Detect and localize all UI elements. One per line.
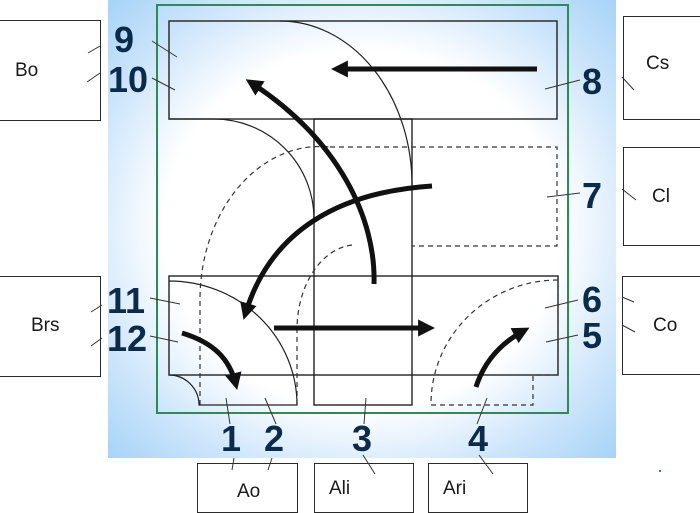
callout-8: 8 bbox=[582, 61, 603, 102]
leader-bo-bottom bbox=[86, 72, 101, 83]
leader-bo-top bbox=[87, 45, 101, 54]
arrow-curved-up bbox=[245, 79, 377, 285]
label-co: Co bbox=[653, 315, 678, 336]
callout-10: 10 bbox=[108, 59, 149, 100]
leader-3 bbox=[363, 397, 367, 425]
callout-12: 12 bbox=[107, 318, 148, 359]
box-brs: Brs bbox=[0, 276, 101, 377]
callout-2: 2 bbox=[264, 418, 285, 459]
leader-10 bbox=[151, 77, 176, 91]
box-ari: Ari bbox=[428, 463, 528, 513]
outer-curve bbox=[279, 20, 413, 186]
label-ao: Ao bbox=[237, 481, 261, 502]
inner-curve bbox=[169, 118, 315, 220]
leader-co-bottom bbox=[621, 324, 636, 333]
leader-4 bbox=[476, 397, 488, 425]
leader-5 bbox=[545, 334, 579, 343]
leader-cs bbox=[621, 76, 635, 91]
leader-ari bbox=[478, 454, 494, 475]
dashed-right-box bbox=[330, 146, 558, 247]
leader-brs-top bbox=[90, 304, 103, 313]
dashed-inner-arc bbox=[296, 244, 353, 405]
dashed-arc bbox=[199, 145, 331, 405]
box-co: Co bbox=[622, 276, 700, 375]
leader-2 bbox=[264, 397, 277, 425]
callout-6: 6 bbox=[582, 279, 603, 320]
quarter-shape-right bbox=[430, 279, 559, 406]
label-cl: Cl bbox=[652, 186, 670, 207]
leader-1 bbox=[225, 397, 231, 425]
leader-brs-bottom bbox=[90, 337, 103, 347]
label-ari: Ari bbox=[443, 478, 467, 499]
leader-9 bbox=[151, 40, 178, 58]
callout-9: 9 bbox=[114, 19, 135, 60]
arrow-small-left bbox=[181, 330, 242, 390]
leader-lines bbox=[86, 40, 637, 475]
callout-3: 3 bbox=[352, 418, 373, 459]
label-brs: Brs bbox=[31, 315, 60, 336]
box-ao: Ao bbox=[197, 463, 298, 513]
callout-7: 7 bbox=[582, 175, 603, 216]
callout-5: 5 bbox=[582, 315, 603, 356]
callout-4: 4 bbox=[468, 418, 489, 459]
leader-8 bbox=[544, 79, 581, 90]
arrow-curved-down bbox=[240, 183, 433, 320]
box-cs: Cs bbox=[623, 16, 700, 120]
label-ali: Ali bbox=[329, 478, 351, 499]
arrow-small-right bbox=[473, 327, 530, 388]
center-column bbox=[313, 118, 413, 406]
callout-11: 11 bbox=[107, 280, 146, 321]
box-ali: Ali bbox=[314, 463, 414, 513]
leader-12 bbox=[149, 335, 179, 343]
box-cl: Cl bbox=[623, 147, 700, 246]
leader-co-top bbox=[621, 296, 635, 303]
label-cs: Cs bbox=[646, 53, 670, 74]
leader-ao-left bbox=[231, 457, 235, 471]
bottom-band bbox=[168, 275, 559, 376]
leader-cl bbox=[621, 188, 637, 201]
leader-ali bbox=[362, 454, 376, 475]
leader-7 bbox=[546, 192, 581, 198]
leader-ao-right bbox=[267, 457, 273, 471]
quarter-shape-left bbox=[168, 280, 298, 406]
leader-6 bbox=[544, 299, 579, 309]
leader-11 bbox=[149, 297, 181, 305]
callout-1: 1 bbox=[221, 418, 242, 459]
box-bo: Bo bbox=[0, 20, 101, 121]
green-frame bbox=[156, 4, 569, 414]
teal-dot bbox=[659, 470, 661, 472]
label-bo: Bo bbox=[15, 60, 39, 81]
blue-glow-background bbox=[108, 0, 616, 458]
